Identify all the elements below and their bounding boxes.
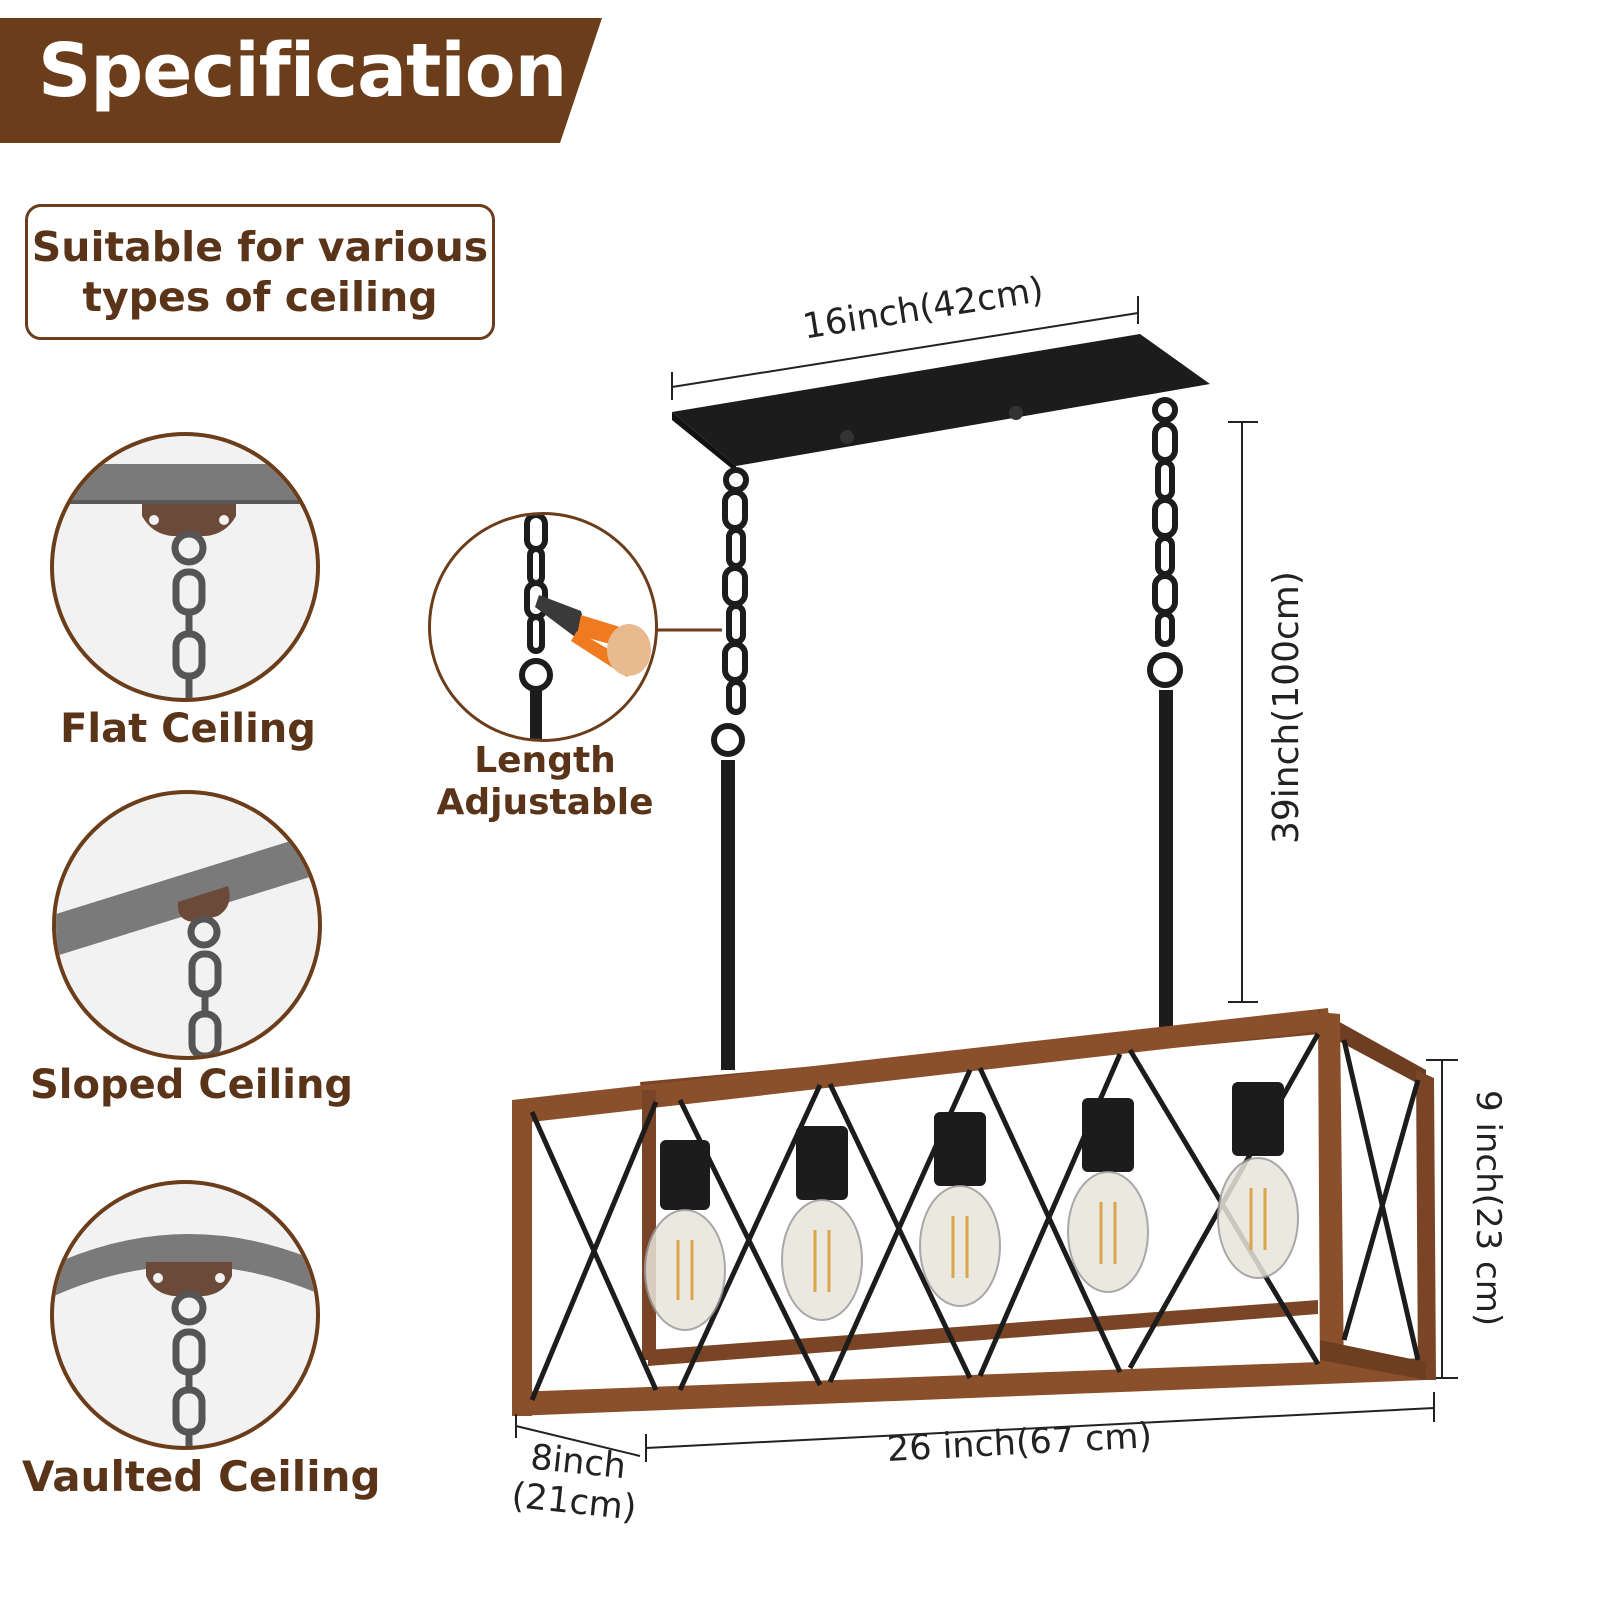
suitable-note-text: Suitable for various types of ceiling	[32, 222, 488, 322]
overall-height-label: 39inch(100cm)	[1266, 571, 1307, 844]
depth-label: 8inch (21cm)	[510, 1436, 643, 1529]
height-dimension-line	[1228, 421, 1258, 1003]
bulbs	[644, 1082, 1299, 1331]
bulb-1	[644, 1140, 726, 1331]
canopy-plate	[672, 334, 1210, 472]
left-chain	[711, 467, 749, 757]
sloped-ceiling-icon	[52, 790, 322, 1060]
canopy-dimension-line	[671, 296, 1139, 400]
wood-cage-frame	[512, 1008, 1436, 1416]
bulb-5	[1217, 1082, 1299, 1279]
bulb-3	[919, 1112, 1001, 1307]
vaulted-ceiling-icon	[50, 1180, 320, 1450]
length-adjustable-label: Length Adjustable	[430, 740, 660, 824]
suitable-line-1: Suitable for various	[31, 223, 489, 271]
bulb-4	[1067, 1098, 1149, 1293]
right-chain	[1147, 397, 1183, 688]
length-adjustable-line-2: Adjustable	[436, 782, 654, 823]
length-dimension-line	[645, 1392, 1435, 1462]
bulb-2	[781, 1126, 863, 1321]
depth-dimension-line	[515, 1414, 641, 1457]
page-title: Specification	[38, 28, 567, 114]
sloped-ceiling-label: Sloped Ceiling	[30, 1062, 354, 1108]
flat-ceiling-icon	[50, 432, 320, 702]
suitable-note: Suitable for various types of ceiling	[25, 204, 495, 340]
pliers-chain-icon	[428, 512, 658, 742]
flat-ceiling-label: Flat Ceiling	[60, 706, 316, 752]
suitable-line-2: types of ceiling	[82, 273, 438, 321]
box-height-label: 9 inch(23 cm)	[1468, 1090, 1508, 1327]
specification-banner	[0, 18, 602, 143]
length-adjustable-line-1: Length	[474, 740, 616, 781]
vaulted-ceiling-label: Vaulted Ceiling	[22, 1452, 381, 1501]
